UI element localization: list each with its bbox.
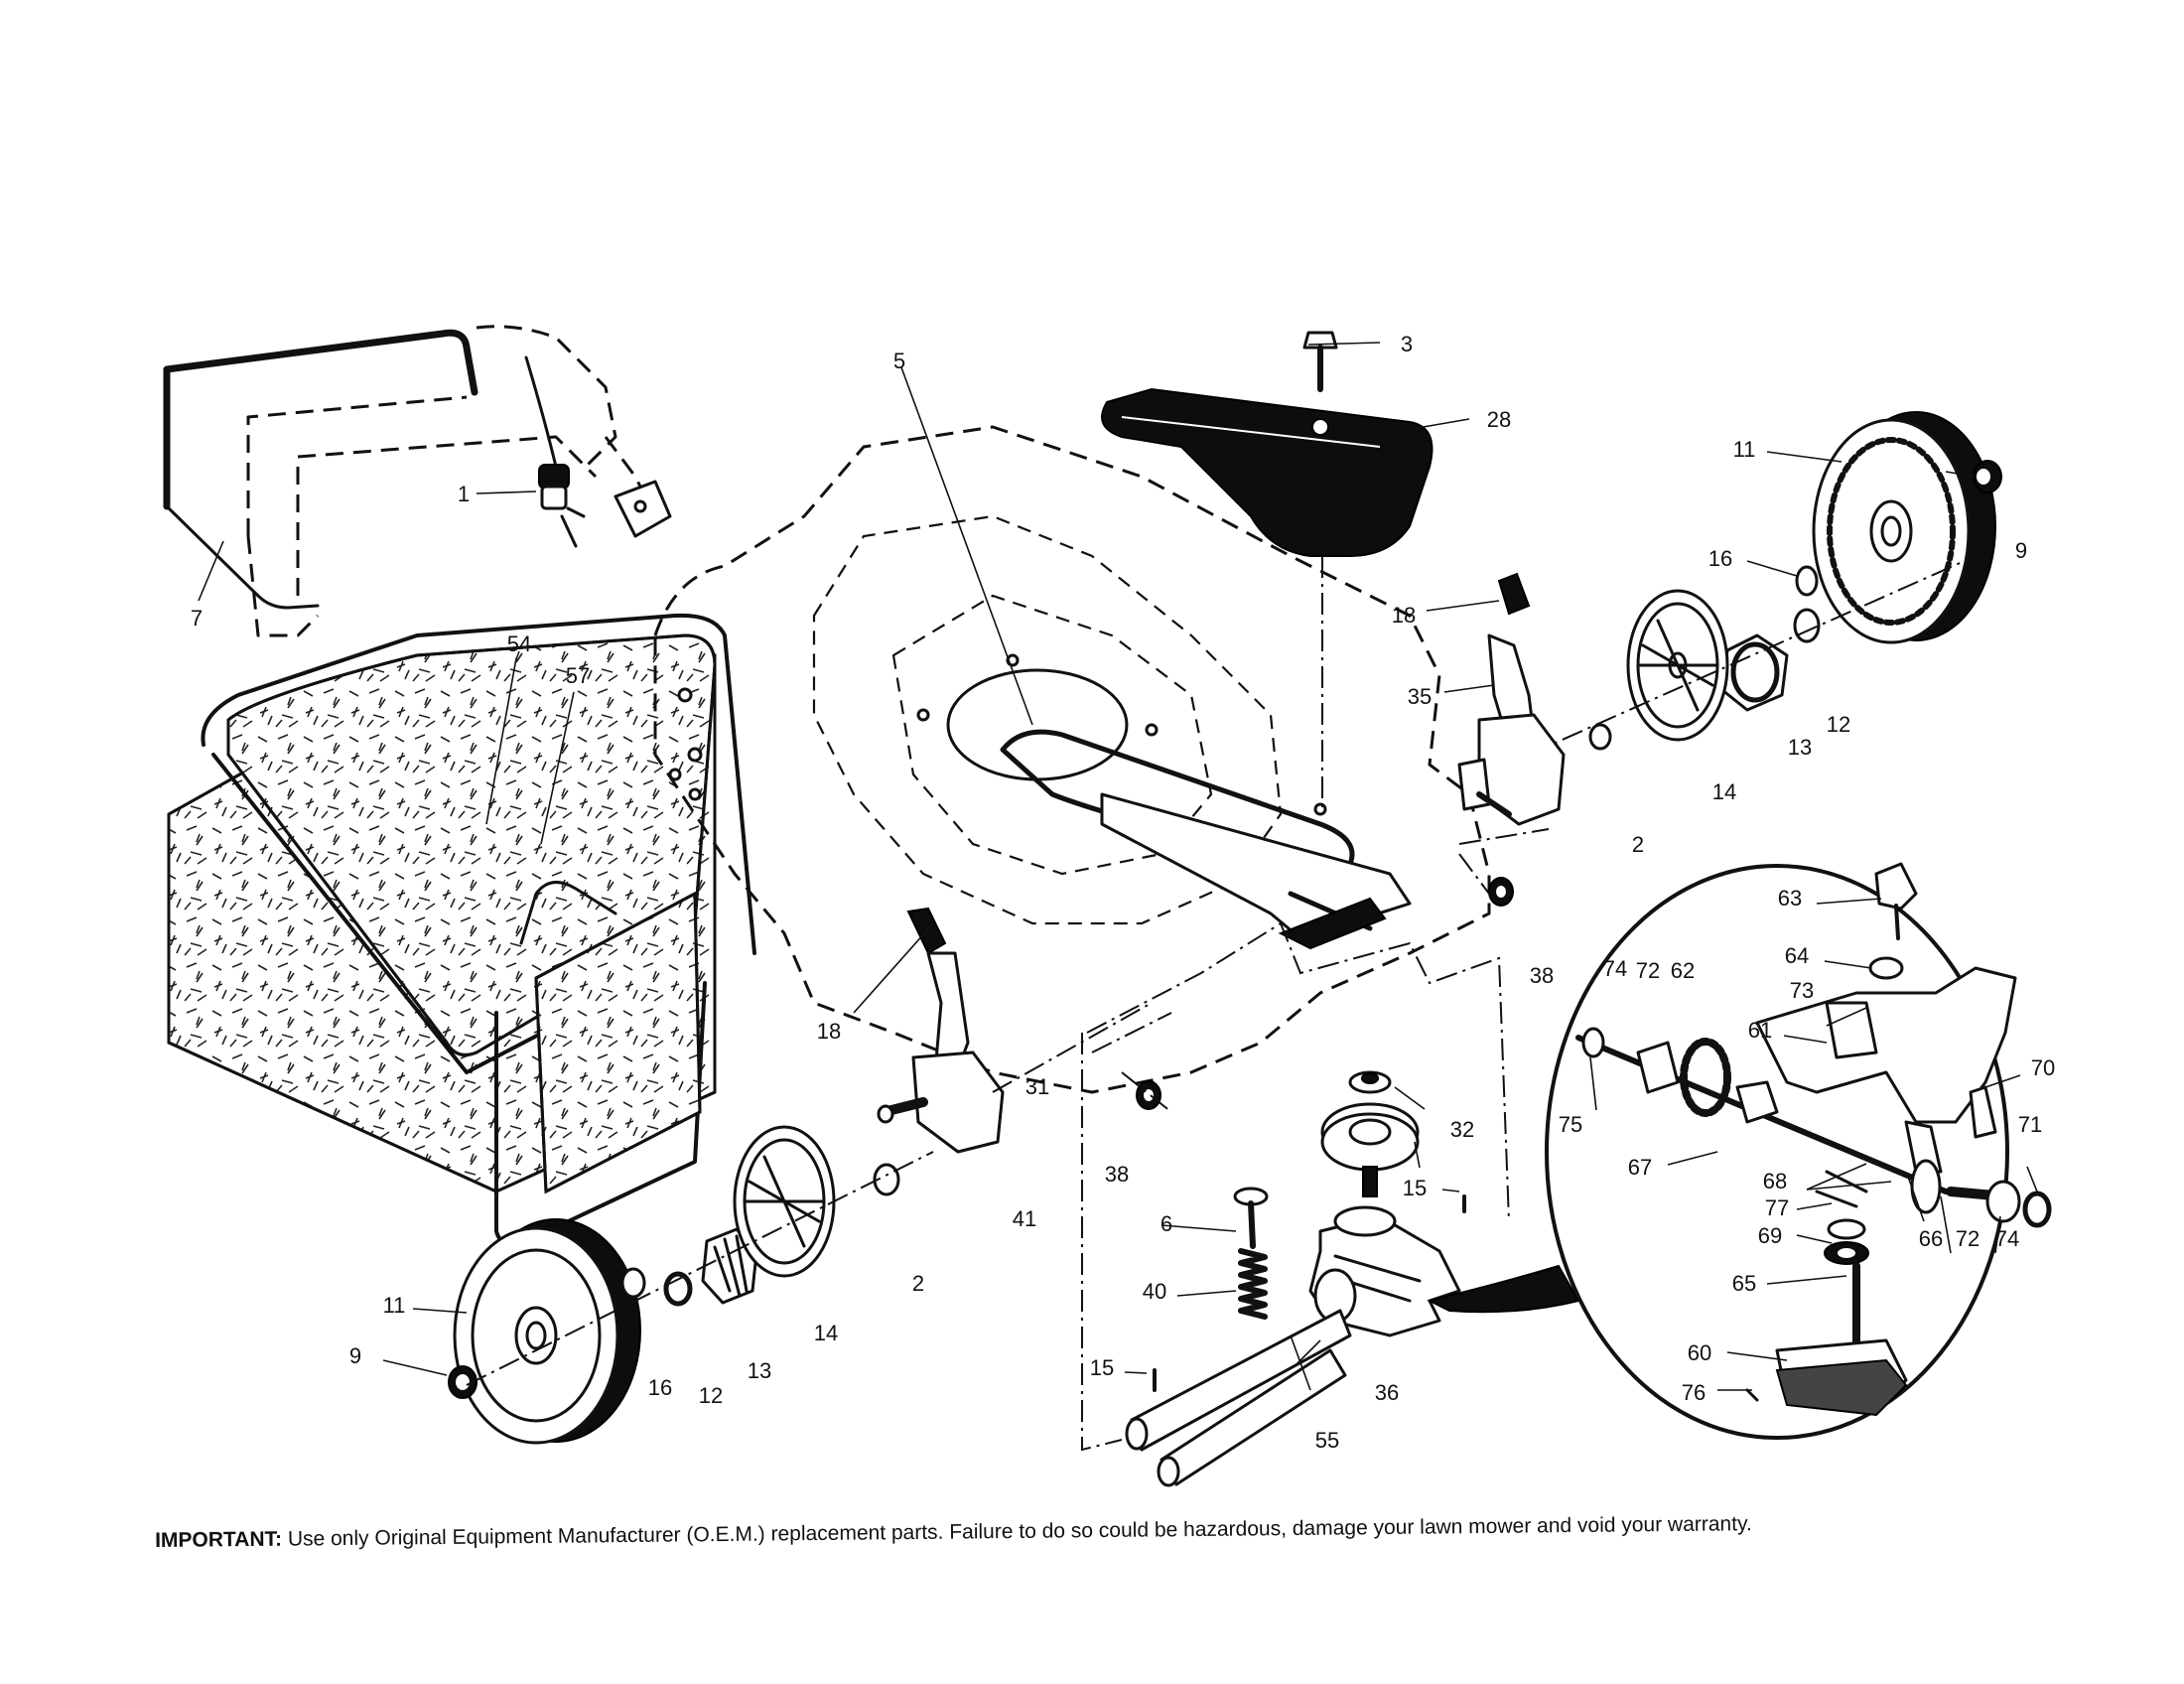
label-63: 63	[1778, 886, 1802, 911]
label-77: 77	[1765, 1195, 1789, 1220]
label-57: 57	[566, 663, 590, 688]
label-2-bottom: 2	[912, 1271, 924, 1296]
label-2-top: 2	[1632, 832, 1644, 857]
adjuster-lines-right	[1458, 828, 1550, 895]
label-11-top: 11	[1733, 437, 1756, 462]
hubcap-left	[733, 1125, 836, 1278]
label-70: 70	[2031, 1055, 2055, 1080]
label-72-top: 72	[1636, 958, 1660, 983]
label-5: 5	[893, 349, 905, 373]
label-68: 68	[1763, 1169, 1787, 1193]
adjuster-lines-left	[992, 1002, 1172, 1113]
label-18-bottom: 18	[817, 1019, 841, 1044]
retainer-left	[663, 1271, 693, 1307]
drive-gear-right	[1720, 565, 1821, 712]
label-65: 65	[1732, 1271, 1756, 1296]
label-35: 35	[1408, 684, 1432, 709]
drive-shaft	[1125, 1309, 1352, 1452]
label-6: 6	[1160, 1211, 1172, 1236]
rear-wheel-right	[1812, 411, 1996, 644]
label-16-bottom: 16	[648, 1375, 672, 1400]
label-60: 60	[1688, 1340, 1711, 1365]
label-11-bottom: 11	[383, 1293, 406, 1318]
rear-shield	[1101, 387, 1433, 557]
axle-line-right	[1528, 555, 1977, 756]
label-69: 69	[1758, 1223, 1782, 1248]
label-38-top: 38	[1530, 963, 1554, 988]
label-67: 67	[1628, 1155, 1652, 1180]
label-31: 31	[1025, 1074, 1049, 1099]
drive-spring	[1238, 1248, 1268, 1320]
label-54: 54	[507, 632, 531, 656]
important-label: IMPORTANT:	[155, 1527, 283, 1552]
label-72-bottom: 72	[1956, 1226, 1979, 1251]
label-7: 7	[191, 606, 203, 631]
label-74-top: 74	[1603, 956, 1627, 981]
transmission	[1308, 1205, 1461, 1337]
washer-left	[620, 1267, 646, 1299]
axle-line-left	[466, 1151, 934, 1386]
label-28: 28	[1487, 407, 1511, 432]
wheel-nut-right	[1973, 460, 2002, 493]
label-9-top: 9	[2015, 538, 2027, 563]
label-18-top: 18	[1392, 603, 1416, 628]
label-15-left: 15	[1090, 1355, 1114, 1380]
label-64: 64	[1785, 943, 1809, 968]
washer-left-2	[873, 1163, 900, 1196]
handle-knob-assembly	[524, 355, 672, 548]
label-15-right: 15	[1403, 1176, 1427, 1200]
label-13-top: 13	[1788, 735, 1812, 760]
leader-lines	[198, 342, 2038, 1391]
label-41: 41	[1013, 1206, 1036, 1231]
label-75: 75	[1559, 1112, 1582, 1137]
label-32: 32	[1450, 1117, 1474, 1142]
label-13-bottom: 13	[748, 1358, 771, 1383]
label-40: 40	[1143, 1279, 1166, 1304]
adjuster-lever-right	[1457, 572, 1566, 826]
nut-right	[1488, 877, 1514, 907]
label-9-bottom: 9	[349, 1343, 361, 1368]
shaft-sleeve	[1157, 1348, 1347, 1487]
wheel-nut-left	[448, 1365, 478, 1399]
hubcap-right	[1588, 589, 1729, 751]
label-36: 36	[1375, 1380, 1399, 1405]
label-73: 73	[1790, 978, 1814, 1003]
label-62: 62	[1671, 958, 1695, 983]
label-66: 66	[1919, 1226, 1943, 1251]
drive-bolt	[1233, 1187, 1269, 1249]
shield-bolt	[1302, 331, 1338, 392]
front-wheel-left	[453, 1218, 641, 1445]
label-3: 3	[1401, 332, 1413, 356]
drive-outline	[1081, 921, 1510, 1452]
upper-handle	[163, 325, 657, 637]
roll-pins	[1153, 1194, 1466, 1392]
label-74-bottom: 74	[1995, 1226, 2019, 1251]
label-12-bottom: 12	[699, 1383, 723, 1408]
label-55: 55	[1315, 1428, 1339, 1453]
adjuster-lever-left	[877, 907, 1005, 1154]
label-38-bottom: 38	[1105, 1162, 1129, 1187]
label-1: 1	[458, 482, 470, 506]
label-12-top: 12	[1827, 712, 1850, 737]
mower-deck	[653, 425, 1491, 1094]
part-labels: 1 3 28 5 7 11 9 16 18 35 12 13 14 2 38 5…	[191, 332, 2055, 1453]
pulley-nut	[1348, 1070, 1392, 1094]
label-16-top: 16	[1708, 546, 1732, 571]
label-76: 76	[1682, 1380, 1706, 1405]
label-14-bottom: 14	[814, 1321, 838, 1345]
label-14-top: 14	[1712, 779, 1736, 804]
drive-pulley	[1320, 1102, 1420, 1197]
label-71: 71	[2018, 1112, 2042, 1137]
label-61: 61	[1748, 1018, 1772, 1043]
nut-left	[1136, 1080, 1161, 1110]
